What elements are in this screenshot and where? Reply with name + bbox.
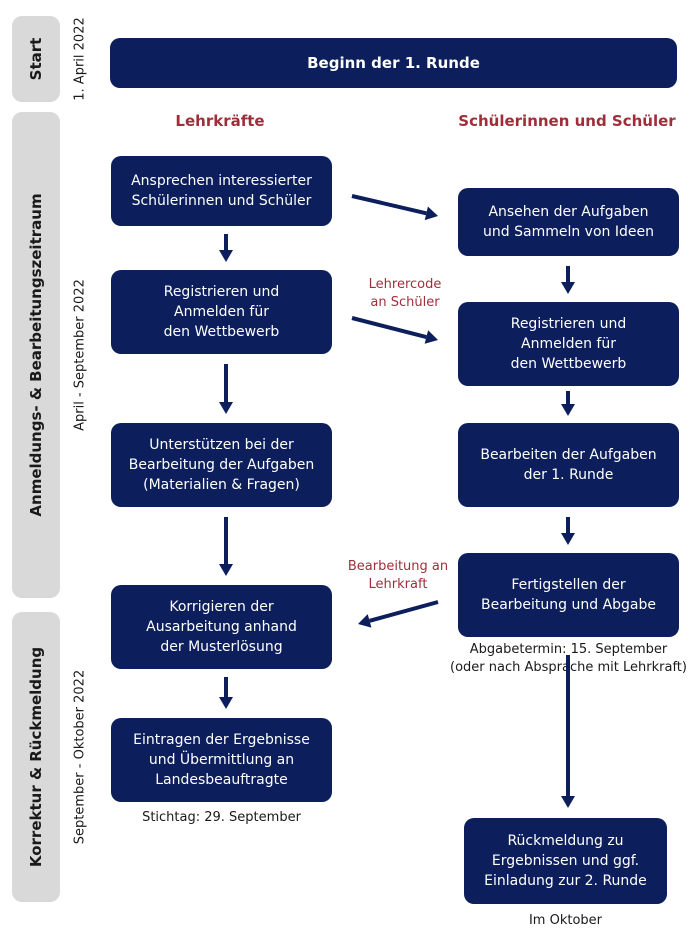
flow-arrow-head: [424, 206, 438, 221]
phase-bar-registration: [12, 112, 60, 598]
student-step-box: Ansehen der Aufgaben und Sammeln von Ide…: [458, 188, 679, 256]
column-heading-students: Schülerinnen und Schüler: [458, 112, 676, 130]
student-step-box: Bearbeiten der Aufgaben der 1. Runde: [458, 423, 679, 507]
flow-arrow-line: [369, 600, 439, 623]
teacher-step-box: Ansprechen interessierter Schülerinnen u…: [111, 156, 332, 226]
flow-arrow-head: [561, 533, 575, 545]
flow-arrow-head: [561, 282, 575, 294]
header-box: Beginn der 1. Runde: [110, 38, 677, 88]
annotation-submission-to-teacher: Bearbeitung an Lehrkraft: [347, 559, 449, 592]
student-step-box: Registrieren und Anmelden für den Wettbe…: [458, 302, 679, 386]
flow-arrow-head: [561, 796, 575, 808]
teacher-step-box: Korrigieren der Ausarbeitung anhand der …: [111, 585, 332, 669]
teacher-step-box: Registrieren und Anmelden für den Wettbe…: [111, 270, 332, 354]
flow-arrow-head: [219, 564, 233, 576]
phase-bar-correction: [12, 612, 60, 902]
column-heading-teachers: Lehrkräfte: [175, 112, 265, 130]
flow-arrow-head: [561, 404, 575, 416]
student-step-box: Rückmeldung zu Ergebnissen und ggf. Einl…: [464, 818, 667, 904]
flow-arrow-head: [424, 330, 438, 344]
flow-arrow-head: [219, 402, 233, 414]
student-step-box: Fertigstellen der Bearbeitung und Abgabe: [458, 553, 679, 637]
flow-arrow-line: [351, 194, 427, 216]
flow-arrow-line: [351, 316, 427, 339]
teacher-step-box: Eintragen der Ergebnisse und Übermittlun…: [111, 718, 332, 802]
note-deadline-teacher: Stichtag: 29. September: [142, 810, 301, 825]
flow-arrow-head: [219, 250, 233, 262]
annotation-teacher-code: Lehrercode an Schüler: [368, 277, 442, 310]
flow-arrow-head: [358, 614, 372, 628]
flow-arrow-head: [219, 697, 233, 709]
note-october: Im Oktober: [528, 913, 603, 928]
note-submission-deadline: Abgabetermin: 15. September (oder nach A…: [450, 642, 687, 675]
phase-bar-start: [12, 16, 60, 102]
teacher-step-box: Unterstützen bei der Bearbeitung der Auf…: [111, 423, 332, 507]
